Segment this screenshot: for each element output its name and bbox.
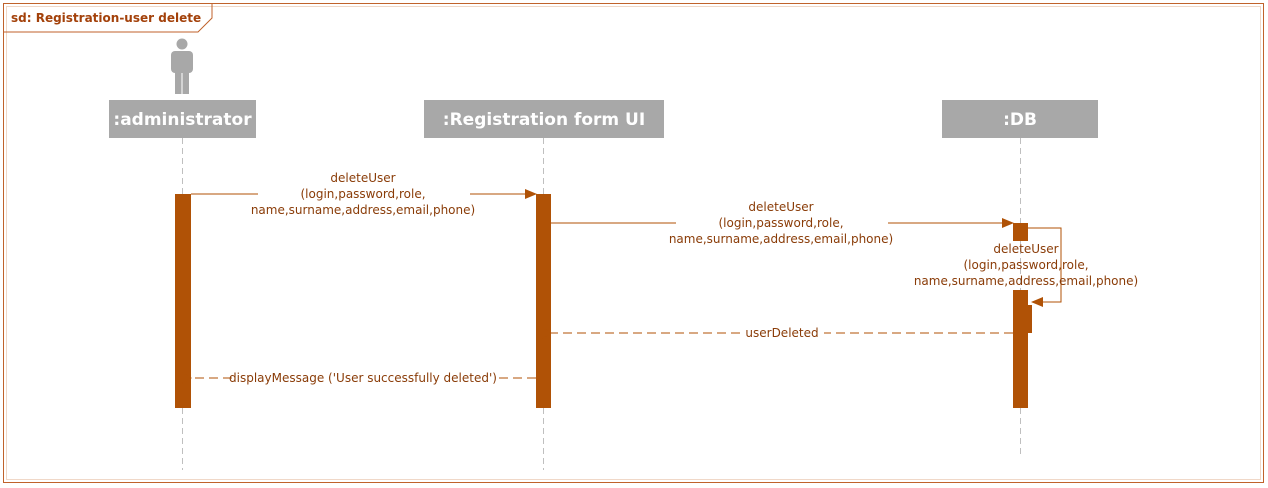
lifeline-label-registration-form-ui: :Registration form UI [443,110,645,130]
message-label-line: name,surname,address,email,phone) [669,232,893,246]
lifeline-label-administrator: :administrator [113,110,252,130]
message-label-line: (login,password,role, [963,258,1088,272]
activation-bar-registration-form-ui [536,194,551,408]
lifeline-administrator: :administrator [109,100,256,138]
frame-title-tab: sd: Registration-user delete [4,4,213,33]
lifeline-db: :DB [942,100,1098,138]
frame-title: sd: Registration-user delete [11,11,201,25]
message-delete-user-1: deleteUser (login,password,role, name,su… [191,171,537,217]
message-display-message: displayMessage ('User successfully delet… [191,371,536,385]
message-user-deleted: userDeleted [551,326,1013,340]
message-label-line: deleteUser [993,242,1058,256]
message-label-line: (login,password,role, [300,187,425,201]
message-label-line: (login,password,role, [718,216,843,230]
message-label-line: name,surname,address,email,phone) [914,274,1138,288]
message-delete-user-self: deleteUser (login,password,role, name,su… [914,227,1138,307]
message-label-line: name,surname,address,email,phone) [251,203,475,217]
message-label-line: deleteUser [330,171,395,185]
frame-border [3,3,1264,483]
activation-bar-administrator [175,194,191,408]
message-label-line: userDeleted [745,326,818,340]
frame-inner-border [6,6,1261,480]
actor-icon [171,38,193,94]
lifeline-registration-form-ui: :Registration form UI [424,100,664,138]
message-label-line: deleteUser [748,200,813,214]
message-delete-user-2: deleteUser (login,password,role, name,su… [551,200,1014,246]
lifeline-label-db: :DB [1003,110,1037,130]
activation-bar-db-1 [1013,223,1028,241]
message-label-line: displayMessage ('User successfully delet… [229,371,497,385]
activation-bar-db-nested [1021,305,1032,333]
